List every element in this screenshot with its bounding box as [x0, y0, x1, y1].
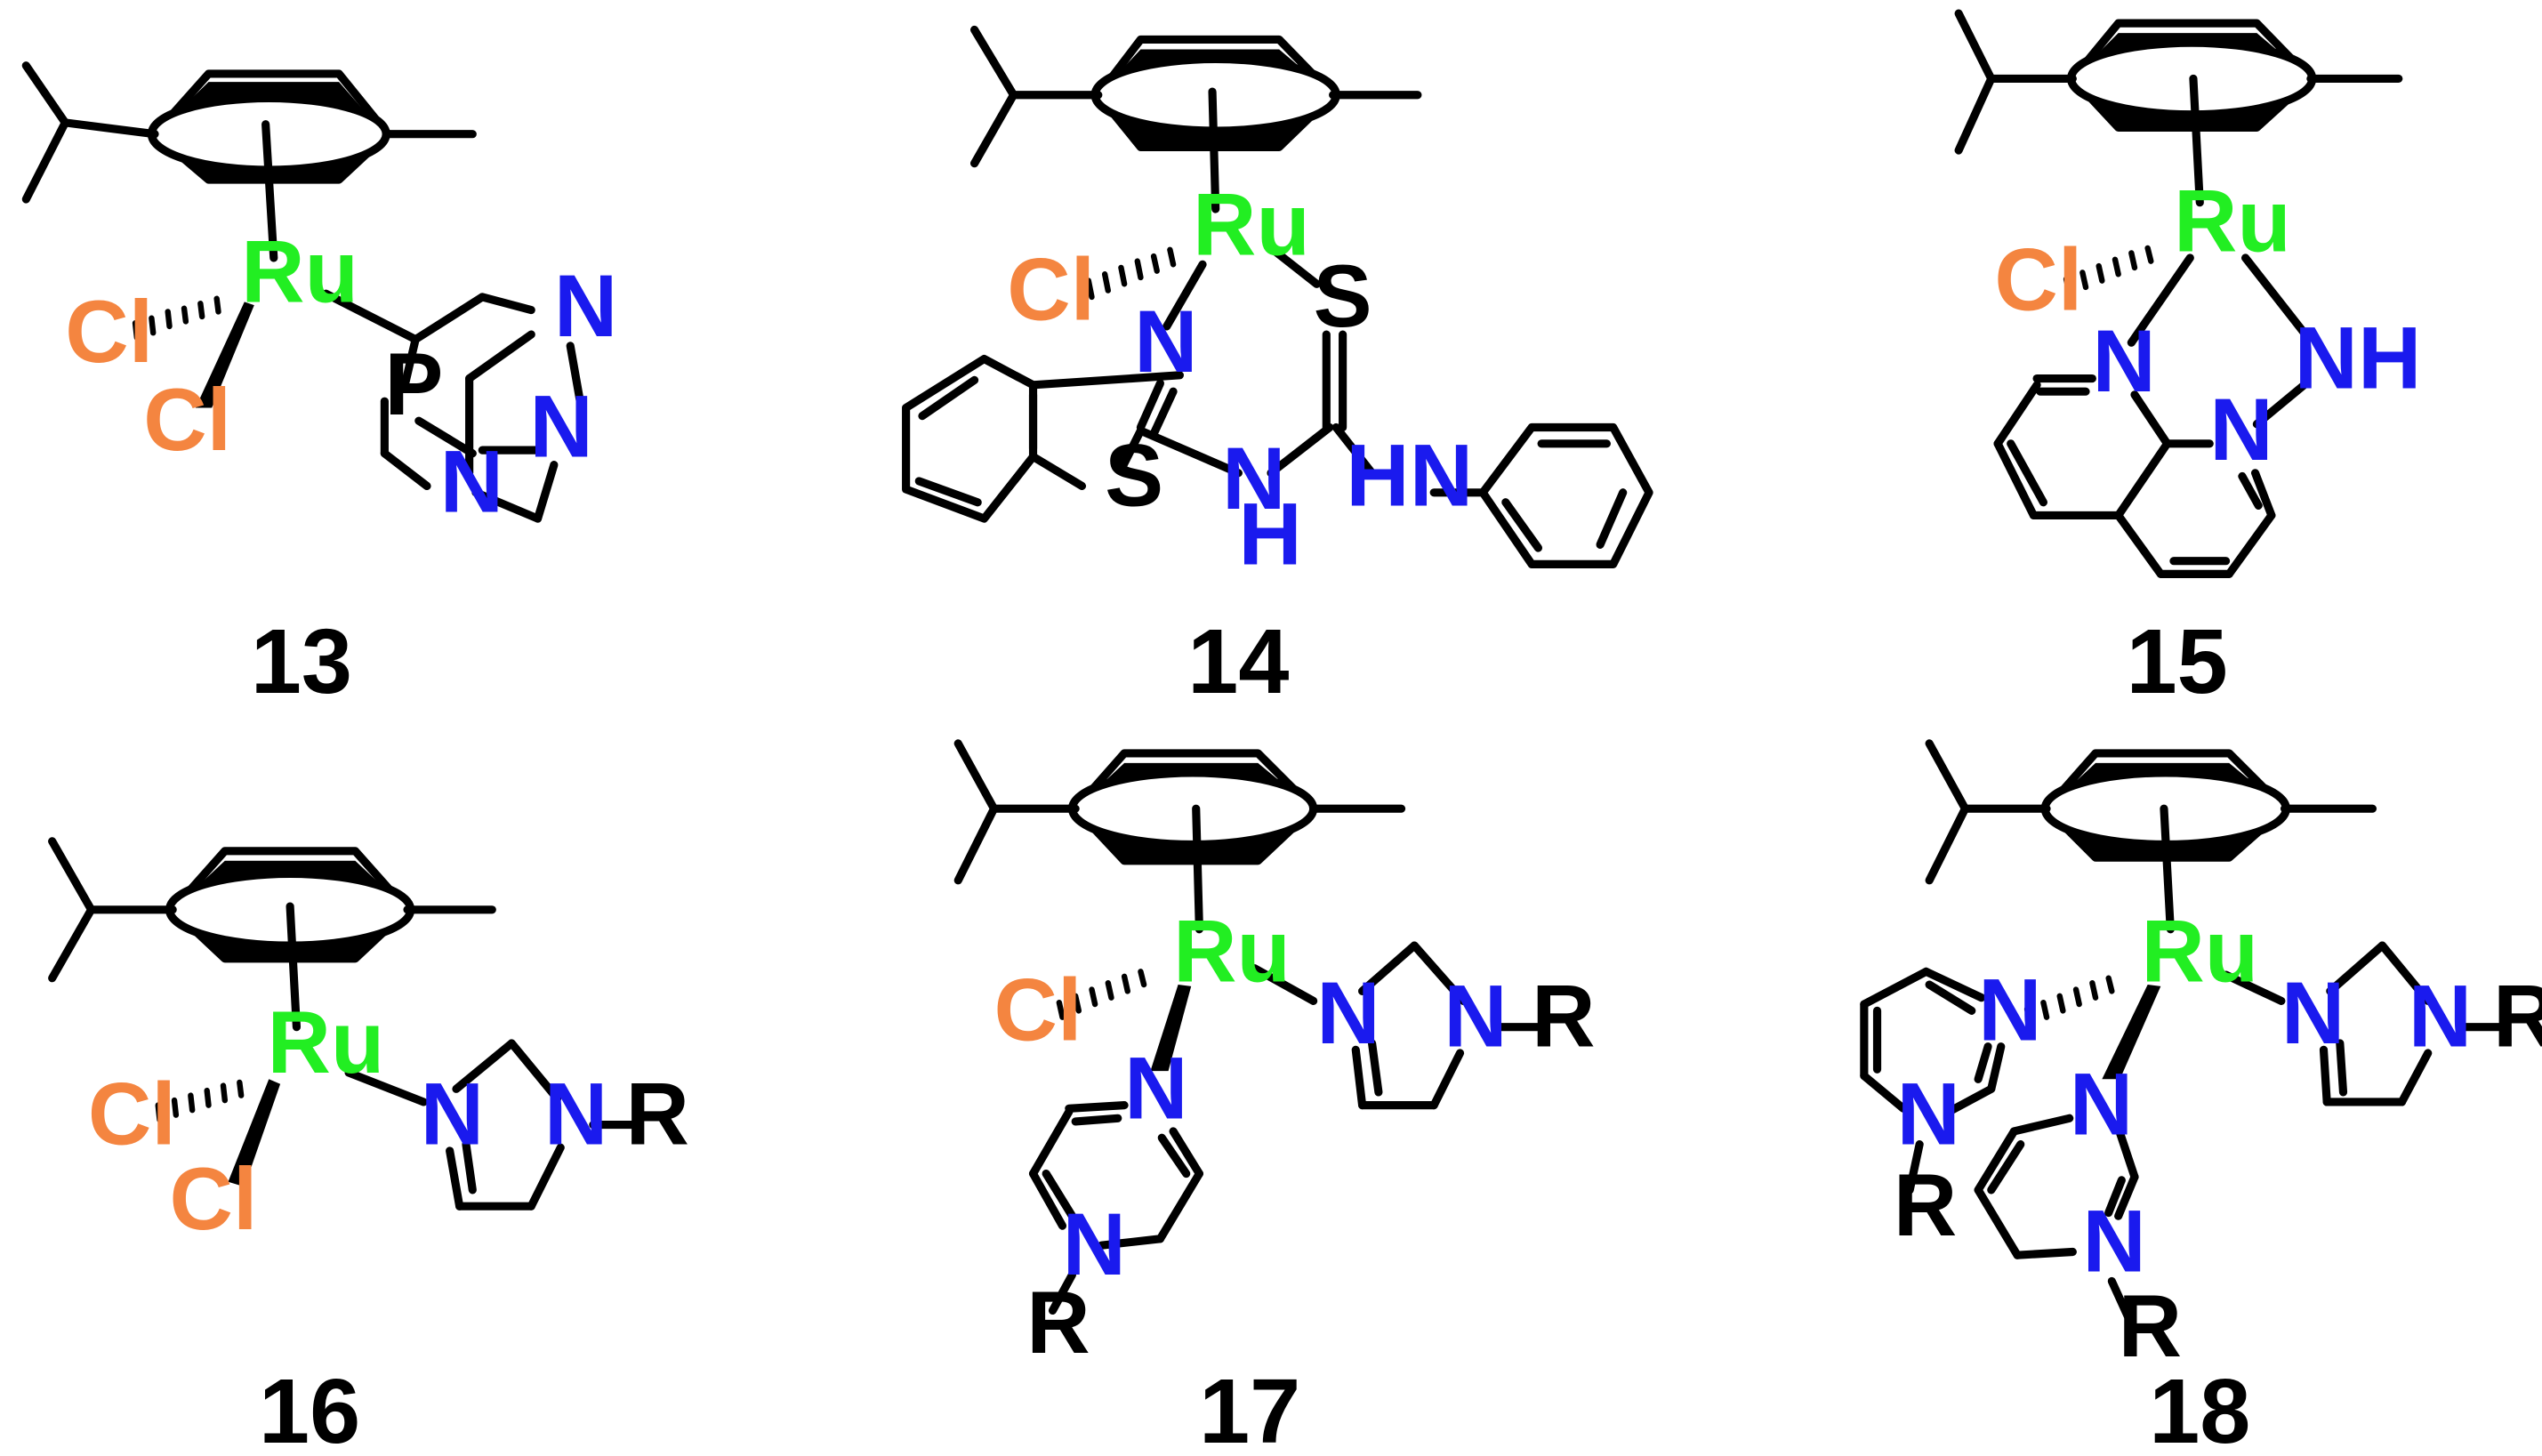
atom-label-n: N [1222, 429, 1285, 527]
cymene-ring [953, 739, 1406, 934]
atom-label-cl: Cl [143, 370, 231, 469]
atom-label-ru: Ru [241, 221, 358, 320]
atom-label-cl: Cl [88, 1065, 176, 1163]
compound-number-18: 18 [2149, 1360, 2250, 1456]
atom-label-r: R [1532, 967, 1595, 1066]
atom-label-n: N [544, 1065, 607, 1163]
atom-label-cl: Cl [1007, 240, 1095, 339]
compound-18-bonds [1860, 739, 2504, 1322]
atom-label-n: N [1897, 1065, 1960, 1163]
compound-13-bonds [21, 61, 584, 523]
atom-label-ru: Ru [1173, 901, 1291, 1000]
atom-label-cl: Cl [65, 282, 153, 381]
atom-label-n: N [1062, 1195, 1125, 1293]
atom-label-r: R [2493, 967, 2542, 1066]
atom-label-n: N [1134, 292, 1197, 390]
atom-label-n: N [529, 376, 592, 475]
cymene-ring [1925, 739, 2377, 934]
atom-label-n: NH [2295, 309, 2422, 407]
atom-label-n: N [1444, 967, 1507, 1066]
cymene-ring [1954, 9, 2403, 207]
compound-14-bonds [902, 25, 1653, 568]
compound-number-17: 17 [1199, 1360, 1300, 1456]
atom-label-ru: Ru [267, 993, 384, 1091]
compound-number-13: 13 [251, 610, 352, 712]
compound-number-16: 16 [259, 1360, 360, 1456]
compound-number-14: 14 [1187, 610, 1289, 712]
atom-label-n: N [1124, 1038, 1187, 1137]
bonds [21, 9, 2504, 1322]
compound-number-15: 15 [2127, 610, 2228, 712]
atom-label-n: HN [1346, 425, 1473, 524]
compound-16-bonds [48, 837, 640, 1211]
atom-label-n: N [1978, 960, 2041, 1058]
atom-label-r: R [1894, 1155, 1957, 1254]
cymene-ring [48, 837, 496, 1032]
atom-label-ru: Ru [1193, 174, 1310, 273]
cymene-ring [21, 61, 477, 262]
atom-label-n: N [2209, 380, 2273, 479]
atom-label-cl: Cl [170, 1149, 258, 1248]
atom-label-n: N [2070, 1055, 2133, 1154]
compound-15-bonds [1954, 9, 2403, 578]
atom-label-n: N [421, 1065, 484, 1163]
atom-label-n: N [2092, 311, 2155, 410]
atom-label-ru: Ru [2141, 901, 2258, 1000]
atom-label-n: N [554, 256, 617, 355]
atom-label-cl: Cl [1994, 230, 2082, 329]
atom-label-r: R [1026, 1273, 1090, 1372]
atom-label-p: P [384, 334, 443, 433]
atom-label-n: N [2409, 967, 2472, 1066]
atom-label-n: N [2281, 963, 2345, 1062]
atom-label-r: R [2119, 1276, 2182, 1375]
atom-label-cl: Cl [994, 960, 1082, 1058]
atom-label-n: N [1316, 963, 1380, 1062]
atom-label-n: H [1238, 484, 1301, 583]
atom-label-ru: Ru [2174, 172, 2291, 270]
atom-label-s: S [1314, 246, 1372, 345]
atom-label-r: R [626, 1065, 689, 1163]
atom-label-n: N [440, 432, 503, 531]
atom-label-s: S [1105, 425, 1163, 524]
compound-17-bonds [953, 739, 1543, 1315]
atom-label-n: N [2082, 1191, 2145, 1290]
cymene-ring [969, 25, 1422, 213]
